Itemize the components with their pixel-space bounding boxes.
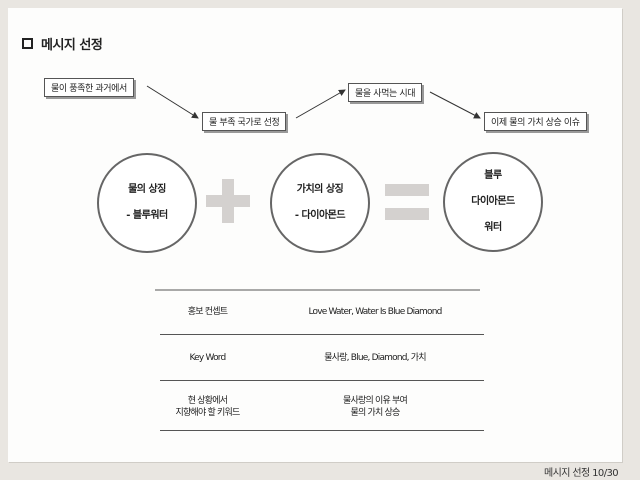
circle-water-line2: - 블루워터 <box>126 210 168 221</box>
table-row-target-value-line2: 물의 가치 상승 <box>350 408 400 418</box>
table-row-target-value-line1: 물사랑의 이유 부여 <box>343 396 408 406</box>
circle-water-line1: 물의 상징 <box>128 184 166 195</box>
equals-icon <box>385 184 429 196</box>
table-row-target-value: 물사랑의 이유 부여 물의 가치 상승 <box>280 395 470 419</box>
table-row-concept-value: Love Water, Water Is Blue Diamond <box>308 307 442 317</box>
table-divider <box>160 380 484 381</box>
page-title: 메시지 선정 <box>22 34 103 53</box>
page-title-text: 메시지 선정 <box>41 38 103 53</box>
table-row-target-label: 현 상황에서 지향해야 할 키워드 <box>160 395 255 419</box>
equals-icon-bar <box>385 208 429 220</box>
flow-step-buying: 물을 사먹는 시대 <box>348 83 423 102</box>
footer-page-indicator: 메시지 선정 10/30 <box>544 468 619 479</box>
table-row-keyword-value: 물사랑, Blue, Diamond, 가치 <box>324 353 426 363</box>
table-divider <box>160 334 484 335</box>
circle-water-symbol: 물의 상징 - 블루워터 <box>97 153 197 253</box>
circle-value-line2: - 다이아몬드 <box>294 210 346 221</box>
circle-value-symbol: 가치의 상징 - 다이아몬드 <box>270 153 370 253</box>
square-bullet-icon <box>22 38 33 49</box>
plus-icon-bar <box>206 195 250 207</box>
table-divider <box>160 430 484 431</box>
flow-step-shortage: 물 부족 국가로 선정 <box>202 112 287 131</box>
circle-result-line3: 워터 <box>484 222 502 233</box>
table-row-keyword-label: Key Word <box>189 353 227 363</box>
circle-result: 블루 다이아몬드 워터 <box>443 152 543 252</box>
table-row-target-label-line2: 지향해야 할 키워드 <box>175 408 241 418</box>
circle-value-line1: 가치의 상징 <box>296 184 344 195</box>
table-row-target-label-line1: 현 상황에서 <box>187 396 228 406</box>
circle-result-line2: 다이아몬드 <box>471 196 515 207</box>
flow-step-past: 물이 풍족한 과거에서 <box>44 78 134 97</box>
flow-step-value-rise: 이제 물의 가치 상승 이슈 <box>484 112 587 131</box>
circle-result-line1: 블루 <box>484 170 502 181</box>
table-row-concept-label: 홍보 컨셉트 <box>187 307 228 317</box>
